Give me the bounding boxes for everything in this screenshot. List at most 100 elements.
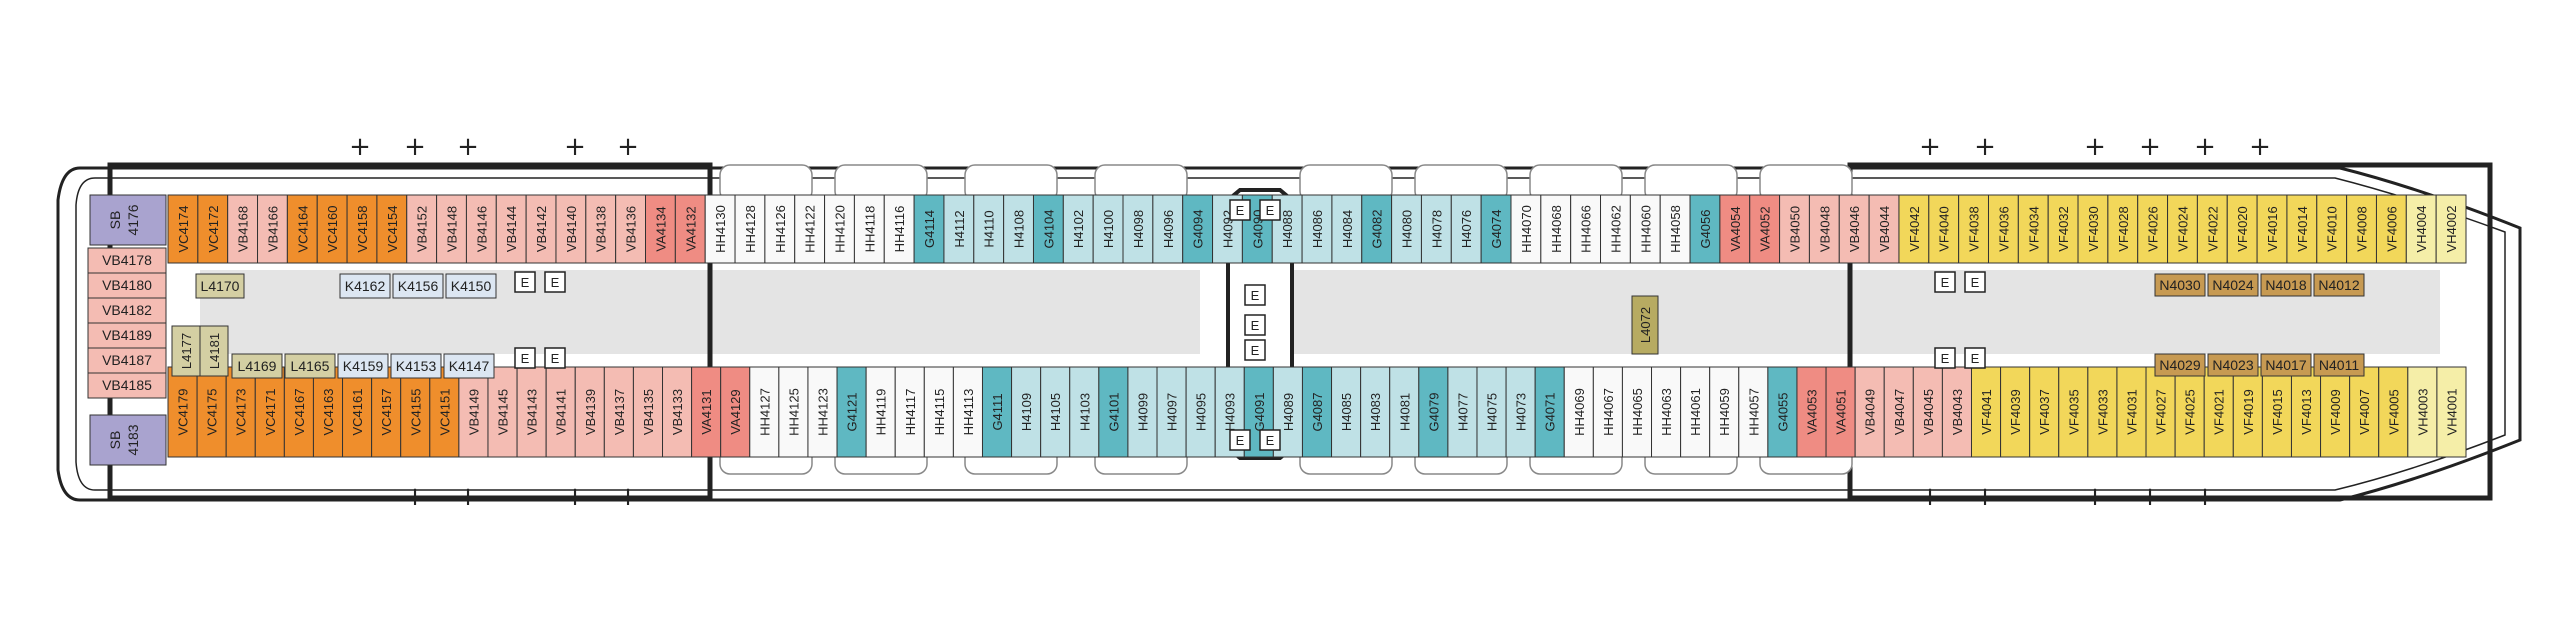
cabin-h4110[interactable]: H4110 xyxy=(973,194,1005,264)
cabin-n4023[interactable]: N4023 xyxy=(2207,353,2259,377)
cabin-vf4037[interactable]: VF4037 xyxy=(2029,366,2060,458)
cabin-l4181[interactable]: L4181 xyxy=(199,325,229,377)
cabin-h4078[interactable]: H4078 xyxy=(1420,194,1452,264)
cabin-h4109[interactable]: H4109 xyxy=(1011,366,1042,458)
cabin-vb4140[interactable]: VB4140 xyxy=(555,194,587,264)
cabin-hh4125[interactable]: HH4125 xyxy=(778,366,809,458)
cabin-vf4009[interactable]: VF4009 xyxy=(2320,366,2351,458)
cabin-vf4016[interactable]: VF4016 xyxy=(2256,194,2288,264)
cabin-vb4178[interactable]: VB4178 xyxy=(87,247,167,274)
cabin-vf4032[interactable]: VF4032 xyxy=(2047,194,2079,264)
cabin-l4177[interactable]: L4177 xyxy=(171,325,201,377)
cabin-vb4045[interactable]: VB4045 xyxy=(1912,366,1943,458)
cabin-vf4019[interactable]: VF4019 xyxy=(2232,366,2263,458)
cabin-vf4040[interactable]: VF4040 xyxy=(1928,194,1960,264)
cabin-vb4044[interactable]: VB4044 xyxy=(1868,194,1900,264)
cabin-vb4138[interactable]: VB4138 xyxy=(585,194,617,264)
cabin-va4131[interactable]: VA4131 xyxy=(691,366,722,458)
cabin-h4075[interactable]: H4075 xyxy=(1476,366,1507,458)
cabin-hh4061[interactable]: HH4061 xyxy=(1680,366,1711,458)
cabin-vb4146[interactable]: VB4146 xyxy=(465,194,497,264)
cabin-l4169[interactable]: L4169 xyxy=(231,353,283,379)
cabin-vc4179[interactable]: VC4179 xyxy=(167,366,198,458)
cabin-vb4149[interactable]: VB4149 xyxy=(458,366,489,458)
cabin-vb4189[interactable]: VB4189 xyxy=(87,322,167,349)
cabin-n4017[interactable]: N4017 xyxy=(2260,353,2312,377)
cabin-h4077[interactable]: H4077 xyxy=(1447,366,1478,458)
cabin-hh4118[interactable]: HH4118 xyxy=(853,194,885,264)
cabin-hh4115[interactable]: HH4115 xyxy=(923,366,954,458)
cabin-hh4058[interactable]: HH4058 xyxy=(1659,194,1691,264)
cabin-h4102[interactable]: H4102 xyxy=(1062,194,1094,264)
cabin-g4082[interactable]: G4082 xyxy=(1361,194,1393,264)
cabin-vh4001[interactable]: VH4001 xyxy=(2436,366,2467,458)
cabin-vc4163[interactable]: VC4163 xyxy=(312,366,344,458)
cabin-n4011[interactable]: N4011 xyxy=(2313,353,2365,377)
cabin-vb4166[interactable]: VB4166 xyxy=(257,194,288,264)
cabin-vf4027[interactable]: VF4027 xyxy=(2145,366,2176,458)
cabin-h4095[interactable]: H4095 xyxy=(1185,366,1216,458)
cabin-h4080[interactable]: H4080 xyxy=(1391,194,1422,264)
cabin-vf4008[interactable]: VF4008 xyxy=(2346,194,2377,264)
cabin-vb4043[interactable]: VB4043 xyxy=(1941,366,1972,458)
cabin-h4084[interactable]: H4084 xyxy=(1331,194,1363,264)
cabin-vb4133[interactable]: VB4133 xyxy=(662,366,693,458)
cabin-h4112[interactable]: H4112 xyxy=(943,194,975,264)
cabin-va4052[interactable]: VA4052 xyxy=(1749,194,1781,264)
cabin-hh4126[interactable]: HH4126 xyxy=(764,194,796,264)
cabin-hh4070[interactable]: HH4070 xyxy=(1510,194,1542,264)
cabin-vc4157[interactable]: VC4157 xyxy=(371,366,402,458)
cabin-vf4042[interactable]: VF4042 xyxy=(1898,194,1930,264)
cabin-h4089[interactable]: H4089 xyxy=(1272,366,1303,458)
cabin-vc4155[interactable]: VC4155 xyxy=(400,366,431,458)
cabin-vb4050[interactable]: VB4050 xyxy=(1779,194,1810,264)
cabin-n4024[interactable]: N4024 xyxy=(2207,273,2259,297)
cabin-vf4010[interactable]: VF4010 xyxy=(2316,194,2348,264)
cabin-vb4046[interactable]: VB4046 xyxy=(1838,194,1870,264)
cabin-g4074[interactable]: G4074 xyxy=(1480,194,1512,264)
lift-l4072[interactable]: L4072 xyxy=(1631,295,1659,355)
cabin-vh4003[interactable]: VH4003 xyxy=(2407,366,2438,458)
cabin-hh4057[interactable]: HH4057 xyxy=(1738,366,1769,458)
cabin-h4099[interactable]: H4099 xyxy=(1127,366,1158,458)
cabin-hh4120[interactable]: HH4120 xyxy=(824,194,855,264)
cabin-hh4062[interactable]: HH4062 xyxy=(1600,194,1631,264)
cabin-vb4144[interactable]: VB4144 xyxy=(495,194,527,264)
cabin-h4096[interactable]: H4096 xyxy=(1152,194,1184,264)
cabin-hh4117[interactable]: HH4117 xyxy=(894,366,925,458)
cabin-vf4006[interactable]: VF4006 xyxy=(2375,194,2407,264)
cabin-hh4113[interactable]: HH4113 xyxy=(952,366,983,458)
cabin-hh4066[interactable]: HH4066 xyxy=(1570,194,1602,264)
cabin-h4105[interactable]: H4105 xyxy=(1040,366,1071,458)
cabin-vf4015[interactable]: VF4015 xyxy=(2261,366,2292,458)
cabin-g4087[interactable]: G4087 xyxy=(1301,366,1333,458)
cabin-n4029[interactable]: N4029 xyxy=(2154,353,2206,377)
cabin-hh4069[interactable]: HH4069 xyxy=(1563,366,1594,458)
cabin-l4170[interactable]: L4170 xyxy=(195,273,245,299)
cabin-hh4060[interactable]: HH4060 xyxy=(1629,194,1661,264)
cabin-vc4171[interactable]: VC4171 xyxy=(254,366,285,458)
cabin-k4162[interactable]: K4162 xyxy=(339,273,391,299)
cabin-n4018[interactable]: N4018 xyxy=(2260,273,2312,297)
cabin-h4083[interactable]: H4083 xyxy=(1360,366,1391,458)
cabin-vh4002[interactable]: VH4002 xyxy=(2435,194,2467,264)
cabin-vf4005[interactable]: VF4005 xyxy=(2378,366,2409,458)
cabin-hh4063[interactable]: HH4063 xyxy=(1651,366,1682,458)
cabin-hh4116[interactable]: HH4116 xyxy=(883,194,915,264)
cabin-vb4180[interactable]: VB4180 xyxy=(87,272,167,299)
cabin-k4150[interactable]: K4150 xyxy=(445,273,497,299)
cabin-vf4038[interactable]: VF4038 xyxy=(1958,194,1989,264)
cabin-va4054[interactable]: VA4054 xyxy=(1719,194,1751,264)
cabin-vf4039[interactable]: VF4039 xyxy=(2000,366,2031,458)
cabin-vf4024[interactable]: VF4024 xyxy=(2167,194,2198,264)
cabin-hh4123[interactable]: HH4123 xyxy=(807,366,838,458)
cabin-vb4182[interactable]: VB4182 xyxy=(87,297,167,324)
cabin-vf4035[interactable]: VF4035 xyxy=(2058,366,2089,458)
cabin-vf4034[interactable]: VF4034 xyxy=(2017,194,2049,264)
cabin-hh4128[interactable]: HH4128 xyxy=(734,194,766,264)
cabin-vb4047[interactable]: VB4047 xyxy=(1883,366,1914,458)
cabin-va4129[interactable]: VA4129 xyxy=(720,366,751,458)
cabin-g4055[interactable]: G4055 xyxy=(1767,366,1798,458)
cabin-va4134[interactable]: VA4134 xyxy=(645,194,676,264)
